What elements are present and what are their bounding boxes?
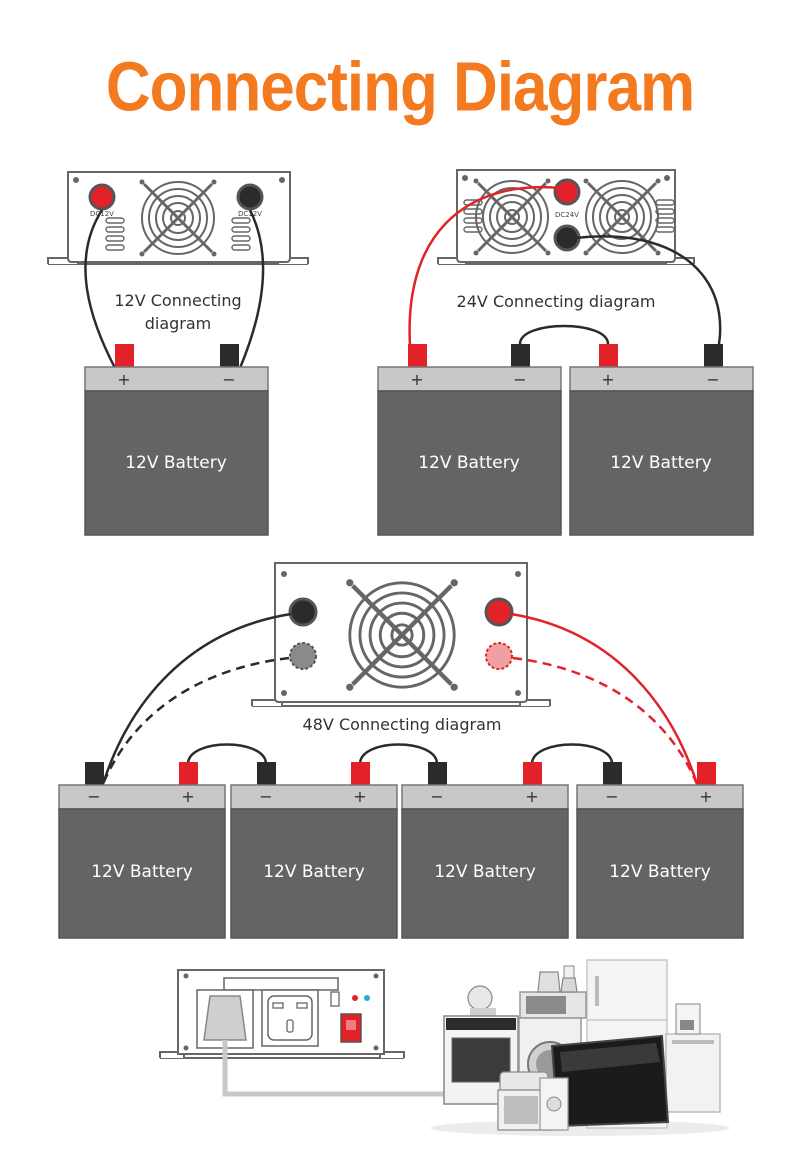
svg-text:−: − xyxy=(87,787,100,806)
battery-label: 12V Battery xyxy=(125,453,227,473)
svg-text:−: − xyxy=(222,370,235,389)
battery-48v-4: − + 12V Battery xyxy=(576,762,744,939)
wire-48v-link-3 xyxy=(530,743,614,765)
positive-terminal-icon xyxy=(553,178,581,206)
svg-text:−: − xyxy=(513,370,526,389)
positive-terminal-icon xyxy=(484,597,514,627)
battery-label: 12V Battery xyxy=(610,453,712,473)
battery-48v-2: − + 12V Battery xyxy=(230,762,398,939)
caption-48v: 48V Connecting diagram xyxy=(303,715,502,734)
mixer-icon xyxy=(467,985,493,1011)
page-title: Connecting Diagram xyxy=(105,48,695,127)
wire-48v-link-2 xyxy=(358,743,439,765)
battery-12v-single: + − 12V Battery xyxy=(84,344,269,536)
inverter-12v: DC12V DC12V xyxy=(47,171,309,265)
appliances-illustration xyxy=(430,959,730,1136)
wire-48v-negative-alt xyxy=(101,656,290,785)
svg-text:+: + xyxy=(353,787,366,806)
svg-text:+: + xyxy=(525,787,538,806)
wire-12v-positive xyxy=(84,209,117,369)
svg-text:−: − xyxy=(605,787,618,806)
negative-terminal-icon xyxy=(236,183,264,211)
inverter-48v xyxy=(251,562,551,707)
usb-icon xyxy=(330,991,340,1007)
power-cord xyxy=(222,1040,460,1097)
wire-24v-negative xyxy=(574,235,722,369)
inverter-output-panel xyxy=(159,969,405,1059)
battery-label: 12V Battery xyxy=(418,453,520,473)
svg-text:+: + xyxy=(410,370,423,389)
svg-text:+: + xyxy=(601,370,614,389)
positive-terminal-alt-icon xyxy=(485,642,513,670)
caption-12v-line1: 12V Connecting xyxy=(114,291,241,310)
plug-icon xyxy=(203,995,247,1041)
fan-grille-icon xyxy=(138,178,218,258)
positive-terminal-icon xyxy=(88,183,116,211)
terminal-label-right: DC12V xyxy=(238,210,262,218)
svg-text:+: + xyxy=(699,787,712,806)
svg-text:−: − xyxy=(259,787,272,806)
fan-grille-icon xyxy=(582,177,662,257)
battery-48v-1: − + 12V Battery xyxy=(58,762,226,939)
wire-24v-series-link xyxy=(518,324,610,345)
battery-label: 12V Battery xyxy=(263,862,365,882)
svg-text:−: − xyxy=(430,787,443,806)
battery-48v-3: − + 12V Battery xyxy=(401,762,569,939)
wire-48v-link-1 xyxy=(186,743,268,765)
caption-24v: 24V Connecting diagram xyxy=(457,292,656,311)
wire-48v-positive-alt xyxy=(512,656,699,785)
battery-label: 12V Battery xyxy=(91,862,193,882)
battery-24v-2: + − 12V Battery xyxy=(569,344,754,536)
battery-label: 12V Battery xyxy=(609,862,711,882)
svg-text:−: − xyxy=(706,370,719,389)
negative-terminal-alt-icon xyxy=(289,642,317,670)
caption-12v-line2: diagram xyxy=(145,314,212,333)
battery-24v-1: + − 12V Battery xyxy=(377,344,562,536)
wire-48v-negative xyxy=(101,612,292,785)
battery-label: 12V Battery xyxy=(434,862,536,882)
terminal-label-left: DC12V xyxy=(90,210,114,218)
blender-icon xyxy=(560,977,578,993)
inverter-24v: DC24V xyxy=(437,169,695,265)
status-led-blue xyxy=(364,995,370,1001)
wire-48v-positive xyxy=(510,612,699,785)
terminal-label: DC24V xyxy=(555,211,579,219)
negative-terminal-icon xyxy=(288,597,318,627)
svg-text:+: + xyxy=(117,370,130,389)
status-led-red xyxy=(352,995,358,1001)
fan-grille-icon xyxy=(346,579,458,691)
wire-12v-negative xyxy=(238,209,265,369)
svg-text:+: + xyxy=(181,787,194,806)
dishwasher-icon xyxy=(665,1033,721,1113)
wire-24v-positive xyxy=(408,185,561,369)
kettle-icon xyxy=(537,971,561,993)
